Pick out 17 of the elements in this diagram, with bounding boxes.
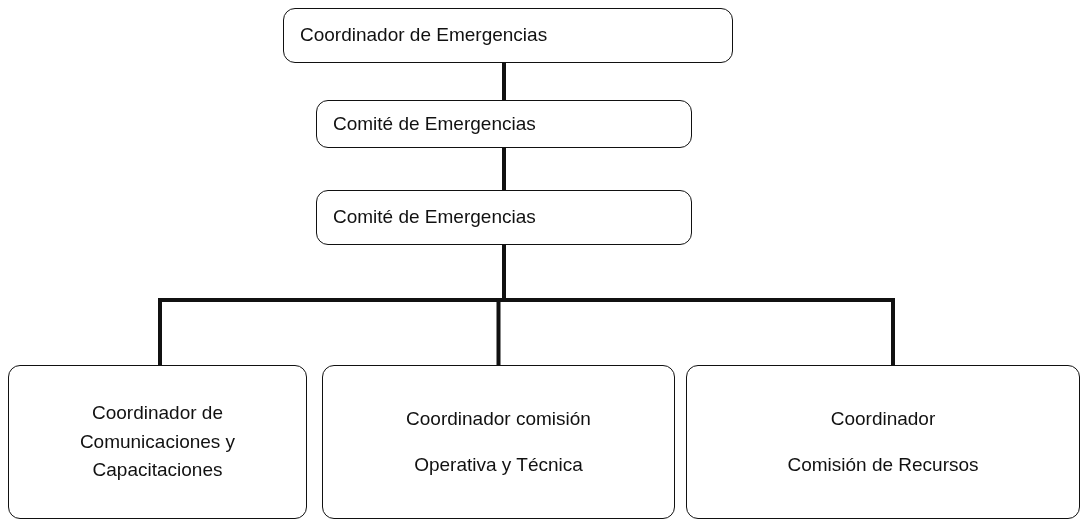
box-label: Comité de Emergencias [333, 111, 536, 136]
org-box [686, 365, 1080, 519]
org-box [8, 365, 307, 519]
org-box [316, 190, 692, 245]
org-box [283, 8, 733, 63]
org-box [316, 100, 692, 148]
org-box [322, 365, 675, 519]
box-label: Coordinador comisión [406, 406, 591, 431]
box-label: Comisión de Recursos [787, 453, 979, 477]
connector-line [502, 148, 506, 190]
box-label: Operativa y Técnica [414, 453, 583, 477]
box-label: Comité de Emergencias [333, 205, 536, 230]
box-label: Coordinador de Comunicaciones y Capacitaciones [78, 401, 237, 483]
connector-line [502, 63, 506, 100]
connector-line [502, 245, 895, 365]
box-label: Coordinador de Emergencias [300, 23, 548, 48]
box-label: Coordinador [830, 406, 936, 431]
